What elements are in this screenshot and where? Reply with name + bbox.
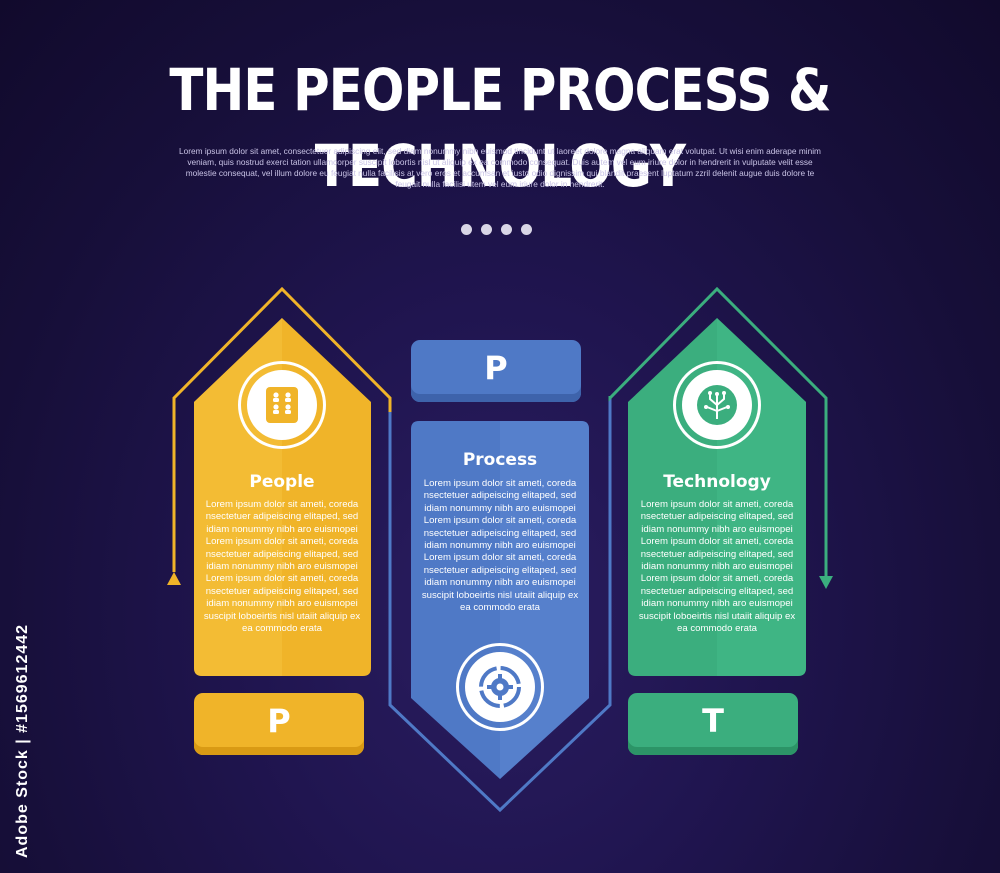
dot (521, 224, 532, 235)
people-arrow-head (167, 572, 181, 585)
process-icon-ring (456, 643, 544, 731)
technology-outline-arrow (608, 286, 828, 576)
technology-letter-badge: T (628, 693, 798, 755)
page-subtitle: Lorem ipsum dolor sit amet, consectetuer… (179, 146, 821, 189)
process-letter-badge: P (411, 340, 581, 402)
pagination-dots (461, 224, 532, 235)
process-outline (388, 396, 612, 813)
technology-title: Technology (663, 472, 771, 492)
dot (501, 224, 512, 235)
technology-icon-ring (673, 361, 761, 449)
people-body: Lorem ipsum dolor sit ameti, coreda nsec… (203, 499, 361, 635)
page-title: THE PEOPLE PROCESS & TECHNOLOGY (169, 56, 831, 200)
technology-body: Lorem ipsum dolor sit ameti, coreda nsec… (638, 499, 796, 635)
stock-watermark: Adobe Stock | #1569612442 (14, 623, 31, 858)
technology-arrow-head (819, 576, 833, 589)
gear-cycle-icon (479, 666, 521, 708)
people-letter-badge: P (194, 693, 364, 755)
building-people-icon (266, 387, 298, 423)
circuit-tree-icon (697, 385, 737, 425)
people-title: People (249, 472, 315, 492)
people-icon-ring (238, 361, 326, 449)
people-outline-arrow (172, 286, 392, 572)
process-title: Process (462, 450, 538, 470)
process-body: Lorem ipsum dolor sit ameti, coreda nsec… (421, 478, 579, 614)
dot (461, 224, 472, 235)
dot (481, 224, 492, 235)
